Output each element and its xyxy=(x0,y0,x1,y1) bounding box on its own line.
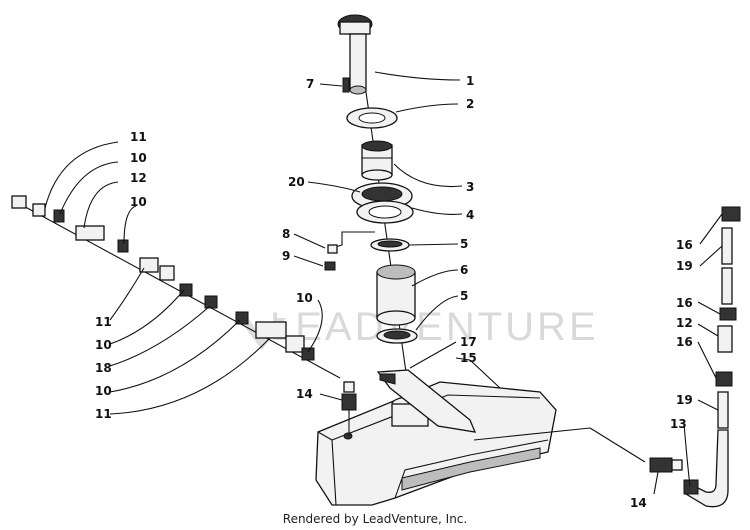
callout-3: 3 xyxy=(466,180,474,194)
left-part-cap xyxy=(11,195,27,209)
right-part-16-c xyxy=(715,371,733,387)
left-part-10-b xyxy=(117,239,129,253)
callout-20: 20 xyxy=(288,175,305,189)
callout-1: 1 xyxy=(466,74,474,88)
left-part-11-a xyxy=(32,203,46,217)
callout-labels: 1 2 3 4 5 6 5 7 8 9 20 17 15 11 10 12 10… xyxy=(95,74,693,510)
filler-cap-body xyxy=(339,21,371,35)
callout-8: 8 xyxy=(282,227,290,241)
callout-11-top: 11 xyxy=(130,130,147,144)
nut-part-9[interactable] xyxy=(324,261,336,271)
callout-7: 7 xyxy=(306,77,314,91)
right-vent-line-parts[interactable] xyxy=(683,206,741,508)
spout-part-3[interactable] xyxy=(361,140,393,181)
right-part-16-a xyxy=(721,206,741,222)
callout-6: 6 xyxy=(460,263,468,277)
outlet-leader-line-2 xyxy=(589,427,646,463)
hose-part-6[interactable] xyxy=(376,264,416,326)
callout-10-mid: 10 xyxy=(95,338,112,352)
left-fuel-line-parts[interactable] xyxy=(11,195,315,361)
fuel-tank-part-15[interactable] xyxy=(315,359,557,506)
bolt-part-8[interactable] xyxy=(327,231,375,254)
filler-cap-neck-end xyxy=(349,85,367,95)
callout-16-top: 16 xyxy=(676,238,693,252)
callout-4: 4 xyxy=(466,208,474,222)
callout-10-hose: 10 xyxy=(296,291,313,305)
watermark: LEADVENTURE xyxy=(238,305,599,350)
left-part-10-c xyxy=(179,283,193,297)
filler-cap-assembly[interactable] xyxy=(337,14,373,95)
screw-part-7[interactable] xyxy=(342,77,350,93)
callout-14-right: 14 xyxy=(630,496,647,510)
callout-2: 2 xyxy=(466,97,474,111)
leader-lines xyxy=(44,71,723,495)
clamp-part-5-upper[interactable] xyxy=(370,238,410,252)
watermark-text: LEADVENTURE xyxy=(270,305,599,349)
callout-12-right: 12 xyxy=(676,316,693,330)
callout-17: 17 xyxy=(460,335,477,349)
gasket-part-2[interactable] xyxy=(346,107,398,129)
fitting-part-14-right[interactable] xyxy=(649,457,683,473)
callout-9: 9 xyxy=(282,249,290,263)
callout-10-low: 10 xyxy=(95,384,112,398)
left-part-hose-c xyxy=(285,335,305,353)
fitting-part-14-left[interactable] xyxy=(341,381,357,436)
clamp-part-5-lower[interactable] xyxy=(376,328,418,344)
outlet-leader-line xyxy=(473,427,591,441)
callout-12-left: 12 xyxy=(130,171,147,185)
footer-credit: Rendered by LeadVenture, Inc. xyxy=(282,512,468,526)
right-part-16-b xyxy=(719,307,737,321)
filler-cap-neck xyxy=(349,33,367,91)
callout-10-top: 10 xyxy=(130,151,147,165)
callout-19-top: 19 xyxy=(676,259,693,273)
screw-shank xyxy=(342,77,350,93)
right-part-19-b xyxy=(717,391,729,429)
left-part-hose-b xyxy=(159,265,175,281)
callout-5-upper: 5 xyxy=(460,237,468,251)
callout-5-lower: 5 xyxy=(460,289,468,303)
callout-16-mid: 16 xyxy=(676,296,693,310)
callout-10-second: 10 xyxy=(130,195,147,209)
left-part-18 xyxy=(204,295,218,309)
callout-13: 13 xyxy=(670,417,687,431)
callout-11-mid: 11 xyxy=(95,315,112,329)
callout-15: 15 xyxy=(460,351,477,365)
right-part-hose xyxy=(721,267,733,305)
right-part-19-a xyxy=(721,227,733,265)
right-part-12-valve xyxy=(717,325,733,353)
ring-part-4[interactable] xyxy=(356,200,414,224)
callout-18: 18 xyxy=(95,361,112,375)
left-part-11-b xyxy=(139,257,159,273)
left-part-12-filter xyxy=(75,225,105,241)
bracket-part-17[interactable] xyxy=(376,369,477,433)
left-part-10-e xyxy=(301,347,315,361)
right-part-clamp xyxy=(683,479,699,495)
left-part-11-c xyxy=(255,321,287,339)
left-part-10-a xyxy=(53,209,65,223)
callout-11-low: 11 xyxy=(95,407,112,421)
callout-19-low: 19 xyxy=(676,393,693,407)
right-part-13-elbow xyxy=(685,429,729,508)
callout-14-left: 14 xyxy=(296,387,313,401)
callout-16-low: 16 xyxy=(676,335,693,349)
